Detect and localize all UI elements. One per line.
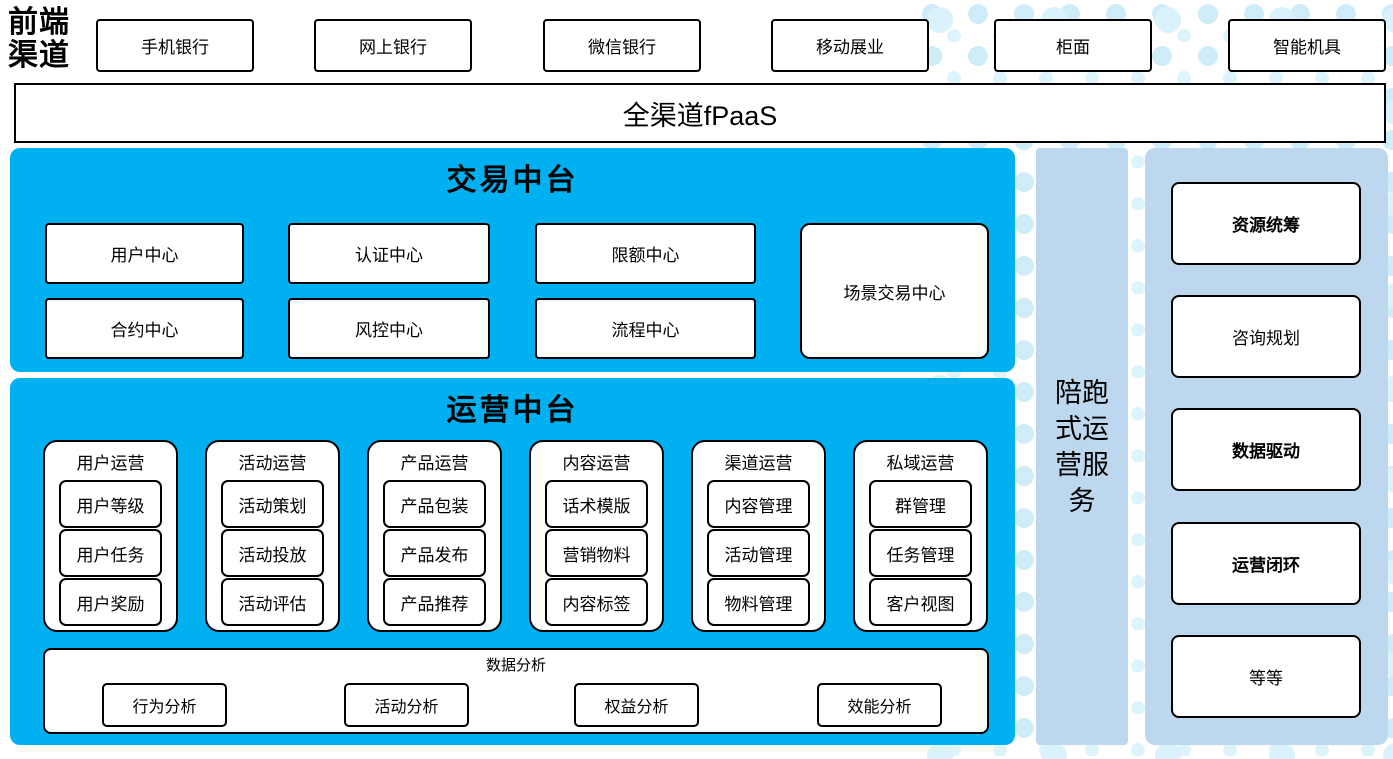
trading-box-process-center: 流程中心	[535, 298, 756, 359]
ops-column-title: 活动运营	[238, 454, 307, 473]
channel-box-counter: 柜面	[994, 19, 1152, 72]
ops-item: 活动管理	[707, 529, 810, 577]
trading-platform-title: 交易中台	[446, 164, 579, 197]
ops-column-title: 私域运营	[886, 454, 955, 473]
channel-box-mobile-sales: 移动展业	[771, 19, 929, 72]
omnichannel-fpaas-bar: 全渠道fPaaS	[14, 83, 1386, 143]
operations-platform-section: 运营中台 用户运营 用户等级 用户任务 用户奖励 活动运营 活动策划 活动投放 …	[10, 378, 1015, 745]
ops-item: 活动评估	[221, 578, 324, 626]
analysis-box-behavior: 行为分析	[102, 683, 227, 727]
ops-column-title: 渠道运营	[724, 454, 793, 473]
ops-item: 产品包装	[383, 480, 486, 528]
trading-box-user-center: 用户中心	[45, 223, 244, 284]
analysis-box-benefit: 权益分析	[574, 683, 699, 727]
trading-box-contract-center: 合约中心	[45, 298, 244, 359]
ops-column-title: 用户运营	[76, 454, 145, 473]
channel-box-mobile-banking: 手机银行	[96, 19, 254, 72]
service-box-data-driven: 数据驱动	[1171, 408, 1361, 491]
ops-item: 客户视图	[869, 578, 972, 626]
ops-column-product-operations: 产品运营 产品包装 产品发布 产品推荐	[367, 440, 502, 632]
service-box-resource-coordination: 资源统筹	[1171, 182, 1361, 265]
ops-item: 任务管理	[869, 529, 972, 577]
service-box-operations-loop: 运营闭环	[1171, 522, 1361, 605]
ops-item: 营销物料	[545, 529, 648, 577]
trading-box-limit-center: 限额中心	[535, 223, 756, 284]
ops-item: 物料管理	[707, 578, 810, 626]
ops-column-title: 产品运营	[400, 454, 469, 473]
ops-item: 群管理	[869, 480, 972, 528]
channel-box-smart-devices: 智能机具	[1228, 19, 1386, 72]
ops-item: 产品发布	[383, 529, 486, 577]
trading-box-scenario-trading-center: 场景交易中心	[800, 223, 989, 359]
ops-item: 用户任务	[59, 529, 162, 577]
ops-item: 活动投放	[221, 529, 324, 577]
ops-item: 内容标签	[545, 578, 648, 626]
analysis-box-efficiency: 效能分析	[817, 683, 942, 727]
ops-item: 产品推荐	[383, 578, 486, 626]
trading-box-auth-center: 认证中心	[288, 223, 490, 284]
operations-platform-title: 运营中台	[446, 394, 579, 427]
trading-box-risk-center: 风控中心	[288, 298, 490, 359]
accompanying-ops-service-bar: 陪跑式运营服务	[1036, 148, 1128, 745]
ops-item: 内容管理	[707, 480, 810, 528]
channel-box-online-banking: 网上银行	[314, 19, 472, 72]
ops-item: 活动策划	[221, 480, 324, 528]
channel-box-wechat-banking: 微信银行	[543, 19, 701, 72]
ops-item: 话术模版	[545, 480, 648, 528]
ops-column-title: 内容运营	[562, 454, 631, 473]
ops-column-channel-operations: 渠道运营 内容管理 活动管理 物料管理	[691, 440, 826, 632]
data-analysis-title: 数据分析	[485, 657, 546, 674]
ops-column-private-domain-operations: 私域运营 群管理 任务管理 客户视图	[853, 440, 988, 632]
ops-column-user-operations: 用户运营 用户等级 用户任务 用户奖励	[43, 440, 178, 632]
service-box-etc: 等等	[1171, 635, 1361, 718]
analysis-box-campaign: 活动分析	[344, 683, 469, 727]
ops-column-campaign-operations: 活动运营 活动策划 活动投放 活动评估	[205, 440, 340, 632]
accompanying-ops-service-label: 陪跑式运营服务	[1055, 377, 1109, 516]
trading-platform-section: 交易中台 用户中心 认证中心 限额中心 合约中心 风控中心 流程中心 场景交易中…	[10, 148, 1015, 372]
ops-item: 用户奖励	[59, 578, 162, 626]
data-analysis-strip: 数据分析 行为分析 活动分析 权益分析 效能分析	[43, 648, 989, 734]
service-box-consulting-planning: 咨询规划	[1171, 295, 1361, 378]
ops-column-content-operations: 内容运营 话术模版 营销物料 内容标签	[529, 440, 664, 632]
ops-item: 用户等级	[59, 480, 162, 528]
front-channels-label: 前端渠道	[8, 6, 70, 72]
service-panel: 资源统筹 咨询规划 数据驱动 运营闭环 等等	[1145, 148, 1388, 745]
